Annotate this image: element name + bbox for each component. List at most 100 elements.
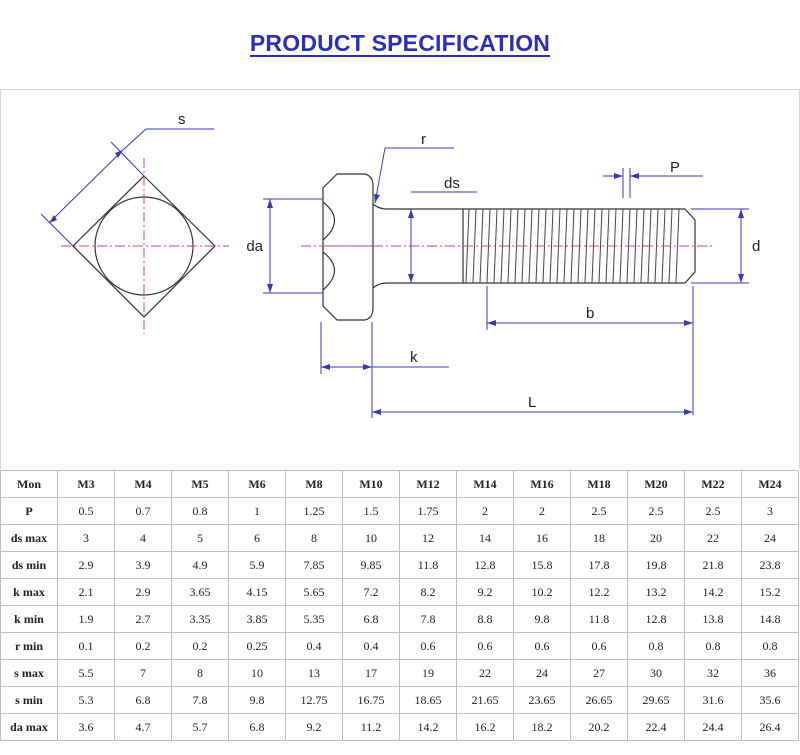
row-label-cell: r min [0,632,58,660]
value-cell: 9.2 [456,578,514,606]
value-cell: 16.2 [456,713,514,741]
label-b: b [586,305,594,322]
label-r: r [421,131,426,148]
label-s: s [178,111,186,128]
page-title-wrap: PRODUCT SPECIFICATION [0,30,800,57]
value-cell: 11.8 [399,551,457,579]
value-cell: 14.8 [741,605,799,633]
value-cell: 9.8 [228,686,286,714]
value-cell: 5.7 [171,713,229,741]
header-cell: M12 [399,470,457,498]
value-cell: 23.65 [513,686,571,714]
bolt-head-chamfer-arc-bottom [322,251,336,291]
value-cell: 10 [228,659,286,687]
value-cell: 12.75 [285,686,343,714]
value-cell: 9.2 [285,713,343,741]
value-cell: 22 [684,524,742,552]
value-cell: 29.65 [627,686,685,714]
value-cell: 2.5 [627,497,685,525]
label-da: da [246,238,263,255]
row-label-cell: k min [0,605,58,633]
value-cell: 5.3 [57,686,115,714]
value-cell: 0.6 [513,632,571,660]
value-cell: 0.8 [741,632,799,660]
label-ds: ds [444,175,460,192]
value-cell: 0.6 [399,632,457,660]
value-cell: 3.65 [171,578,229,606]
value-cell: 17.8 [570,551,628,579]
header-cell: M18 [570,470,628,498]
header-cell: M6 [228,470,286,498]
technical-drawing: s [0,89,800,469]
value-cell: 0.25 [228,632,286,660]
value-cell: 2.5 [570,497,628,525]
value-cell: 36 [741,659,799,687]
value-cell: 20.2 [570,713,628,741]
value-cell: 2 [513,497,571,525]
value-cell: 13.8 [684,605,742,633]
value-cell: 4 [114,524,172,552]
value-cell: 7.2 [342,578,400,606]
header-cell: M24 [741,470,799,498]
value-cell: 0.8 [171,497,229,525]
value-cell: 10 [342,524,400,552]
value-cell: 0.2 [171,632,229,660]
header-cell: M20 [627,470,685,498]
value-cell: 3.6 [57,713,115,741]
value-cell: 8 [285,524,343,552]
specification-table: Mon M3 M4 M5 M6 M8 M10 M12 M14 M16 M18 M… [0,470,799,741]
value-cell: 3.35 [171,605,229,633]
value-cell: 7.8 [171,686,229,714]
row-label-cell: P [0,497,58,525]
header-cell: M22 [684,470,742,498]
value-cell: 0.5 [57,497,115,525]
header-cell: M3 [57,470,115,498]
value-cell: 6 [228,524,286,552]
value-cell: 0.7 [114,497,172,525]
value-cell: 18.2 [513,713,571,741]
value-cell: 24 [513,659,571,687]
value-cell: 19 [399,659,457,687]
value-cell: 1.5 [342,497,400,525]
value-cell: 13 [285,659,343,687]
value-cell: 5.9 [228,551,286,579]
value-cell: 5.35 [285,605,343,633]
value-cell: 20 [627,524,685,552]
s-extension-1 [110,141,145,177]
value-cell: 1.9 [57,605,115,633]
table-header-row: Mon M3 M4 M5 M6 M8 M10 M12 M14 M16 M18 M… [0,470,799,498]
row-label-cell: ds max [0,524,58,552]
value-cell: 30 [627,659,685,687]
value-cell: 17 [342,659,400,687]
value-cell: 1 [228,497,286,525]
value-cell: 4.9 [171,551,229,579]
specification-table-body: Mon M3 M4 M5 M6 M8 M10 M12 M14 M16 M18 M… [0,470,799,741]
value-cell: 2.9 [114,578,172,606]
value-cell: 2.1 [57,578,115,606]
bolt-shank-outline [372,203,463,289]
value-cell: 15.2 [741,578,799,606]
value-cell: 3.9 [114,551,172,579]
value-cell: 3.85 [228,605,286,633]
value-cell: 2.5 [684,497,742,525]
r-leader-diagonal [374,147,386,204]
value-cell: 16 [513,524,571,552]
value-cell: 3 [741,497,799,525]
value-cell: 12.8 [627,605,685,633]
value-cell: 1.25 [285,497,343,525]
value-cell: 0.1 [57,632,115,660]
value-cell: 6.8 [228,713,286,741]
value-cell: 24.4 [684,713,742,741]
value-cell: 0.8 [684,632,742,660]
header-cell: M14 [456,470,514,498]
value-cell: 6.8 [342,605,400,633]
value-cell: 0.4 [342,632,400,660]
value-cell: 14.2 [684,578,742,606]
value-cell: 6.8 [114,686,172,714]
value-cell: 14.2 [399,713,457,741]
label-d: d [752,238,760,255]
